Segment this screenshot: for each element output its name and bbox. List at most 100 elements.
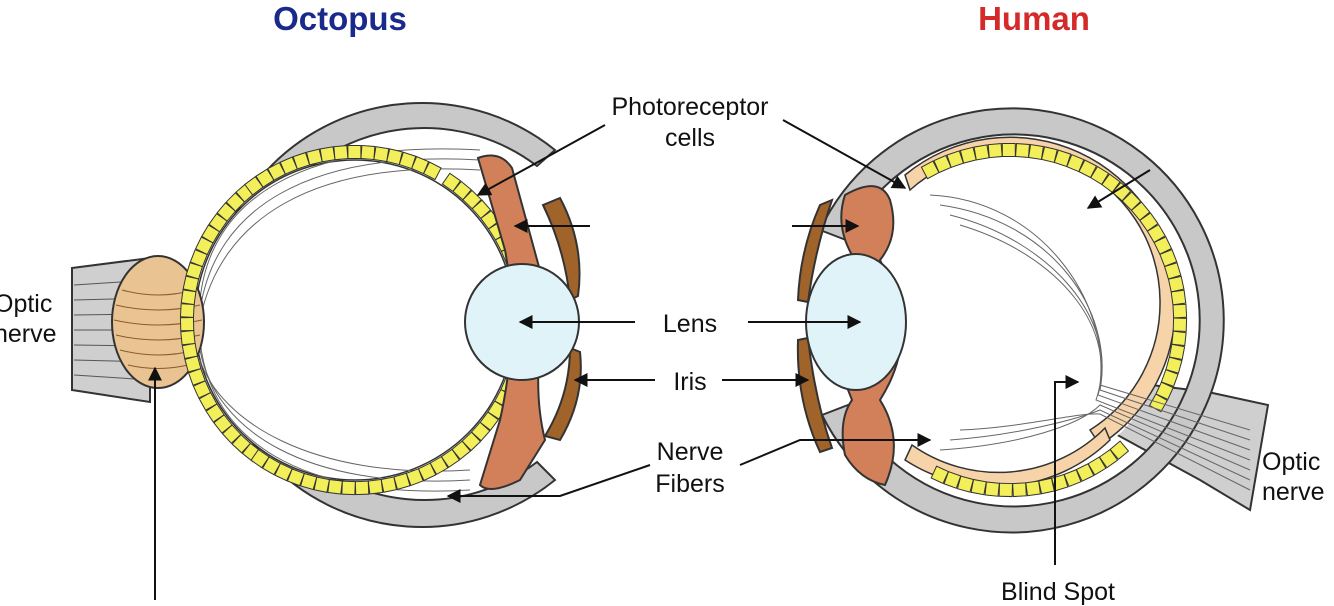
- human-eye: [796, 107, 1270, 565]
- optic-nerve-left-line1: Optic: [0, 290, 52, 318]
- photoreceptor-cell: [987, 143, 1003, 159]
- photoreceptor-cell: [380, 476, 398, 493]
- photoreceptor-cell: [1001, 142, 1016, 158]
- photoreceptor-cell: [1078, 159, 1098, 179]
- photoreceptor-cell: [1168, 343, 1186, 361]
- photoreceptor-cell: [1012, 482, 1027, 498]
- photoreceptor-cell: [470, 421, 491, 442]
- photoreceptor-cell: [327, 479, 343, 495]
- photoreceptor-label-line1: Photoreceptor: [611, 93, 768, 121]
- photoreceptor-cell: [1171, 330, 1187, 347]
- photoreceptor-cell: [386, 148, 403, 166]
- photoreceptor-cell: [1098, 448, 1119, 469]
- optic-nerve-right-line2: nerve: [1262, 478, 1325, 506]
- photoreceptor-cell: [451, 440, 472, 461]
- iris-label: Iris: [673, 368, 706, 396]
- photoreceptor-cell: [1155, 381, 1174, 401]
- photoreceptor-cell: [1170, 289, 1187, 306]
- photoreceptor-cell: [930, 465, 950, 485]
- nerve-fibers-label-line1: Nerve: [657, 438, 724, 466]
- photoreceptor-cell: [250, 448, 270, 469]
- photoreceptor-cell: [1139, 212, 1159, 232]
- human-title: Human: [978, 0, 1090, 37]
- photoreceptor-cell: [180, 289, 197, 306]
- photoreceptor-cell: [1146, 223, 1166, 244]
- photoreceptor-cell: [267, 161, 287, 181]
- photoreceptor-cell: [354, 480, 370, 496]
- photoreceptor-cell: [1172, 317, 1188, 332]
- photoreceptor-cell: [959, 146, 977, 164]
- photoreceptor-cell: [946, 150, 965, 168]
- photoreceptor-cell: [920, 160, 940, 180]
- photoreceptor-cell: [347, 144, 362, 160]
- photoreceptor-cell: [1015, 143, 1030, 158]
- photoreceptor-cell: [1053, 149, 1072, 168]
- leader-lines: [148, 119, 1151, 600]
- photoreceptor-cell: [274, 462, 293, 482]
- human-eye-interior: [852, 162, 1168, 478]
- photoreceptor-cell: [1025, 480, 1041, 497]
- photoreceptor-cell: [1160, 369, 1179, 388]
- human-sclera: [818, 107, 1225, 534]
- photoreceptor-cell: [1063, 469, 1082, 488]
- center-labels: Photoreceptor cells Lens Iris Nerve Fibe…: [0, 93, 1325, 606]
- photoreceptor-cell: [1038, 477, 1055, 495]
- photoreceptor-cell: [973, 144, 990, 161]
- photoreceptor-cell: [341, 480, 356, 496]
- photoreceptor-cell: [205, 403, 225, 423]
- photoreceptor-cell: [292, 151, 311, 170]
- photoreceptor-cell: [373, 146, 390, 163]
- photoreceptor-cell: [1087, 456, 1107, 476]
- photoreceptor-cell: [1167, 275, 1185, 293]
- photoreceptor-cell: [970, 478, 987, 496]
- photoreceptor-cell: [984, 481, 1000, 497]
- photoreceptor-cell: [216, 202, 237, 222]
- photoreceptor-cell: [367, 478, 384, 495]
- photoreceptor-cell: [956, 475, 974, 493]
- octopus-iris-upper: [541, 196, 581, 302]
- nerve-fibers-label-line2: Fibers: [655, 470, 724, 498]
- photoreceptor-cell: [1153, 236, 1173, 255]
- octopus-nerve-bundle: [111, 255, 205, 389]
- photoreceptor-cell: [201, 224, 221, 244]
- blind-spot-label: Blind Spot: [1001, 578, 1115, 606]
- photoreceptor-cell: [179, 303, 195, 318]
- photoreceptor-cell: [181, 342, 199, 360]
- human-nerve-fibers: [929, 194, 1251, 491]
- photoreceptor-cell: [1101, 173, 1121, 193]
- photoreceptor-cell: [179, 316, 195, 332]
- photoreceptor-cell: [1159, 248, 1178, 268]
- photoreceptor-cell: [933, 154, 952, 174]
- octopus-title: Octopus: [273, 0, 407, 37]
- photoreceptor-cell: [1028, 144, 1044, 160]
- photoreceptor-cell: [319, 146, 336, 163]
- blind-spot-leader: [1054, 375, 1080, 565]
- photoreceptor-cell: [422, 161, 442, 181]
- lens-label: Lens: [663, 310, 717, 338]
- photoreceptor-cell: [333, 145, 349, 161]
- photoreceptor-cell: [1121, 191, 1142, 211]
- photoreceptor-cell: [1130, 201, 1151, 222]
- photoreceptor-cell: [1172, 303, 1188, 319]
- photoreceptor-cell: [479, 411, 500, 431]
- photoreceptor-cell: [1040, 146, 1058, 164]
- photoreceptor-cell: [231, 433, 252, 454]
- optic-nerve-right-line1: Optic: [1262, 448, 1320, 476]
- photoreceptor-cell: [305, 148, 323, 166]
- photoreceptor-cell: [192, 380, 212, 399]
- photoreceptor-cell: [471, 199, 492, 220]
- photoreceptor-cell: [1066, 153, 1085, 173]
- photoreceptor-cell: [1109, 440, 1130, 461]
- photoreceptor-label-line2: cells: [665, 124, 715, 152]
- photoreceptor-cell: [393, 472, 411, 490]
- photoreceptor-cell: [1163, 262, 1182, 280]
- octopus-eye: [71, 102, 582, 528]
- photoreceptor-cell: [1165, 356, 1183, 374]
- optic-nerve-left-line2: nerve: [0, 320, 57, 348]
- photoreceptor-cell: [1089, 165, 1110, 186]
- photoreceptor-cell: [998, 482, 1013, 498]
- photoreceptor-cell: [360, 144, 376, 161]
- photoreceptor-cell: [180, 329, 196, 346]
- photoreceptor-cell: [1075, 463, 1095, 482]
